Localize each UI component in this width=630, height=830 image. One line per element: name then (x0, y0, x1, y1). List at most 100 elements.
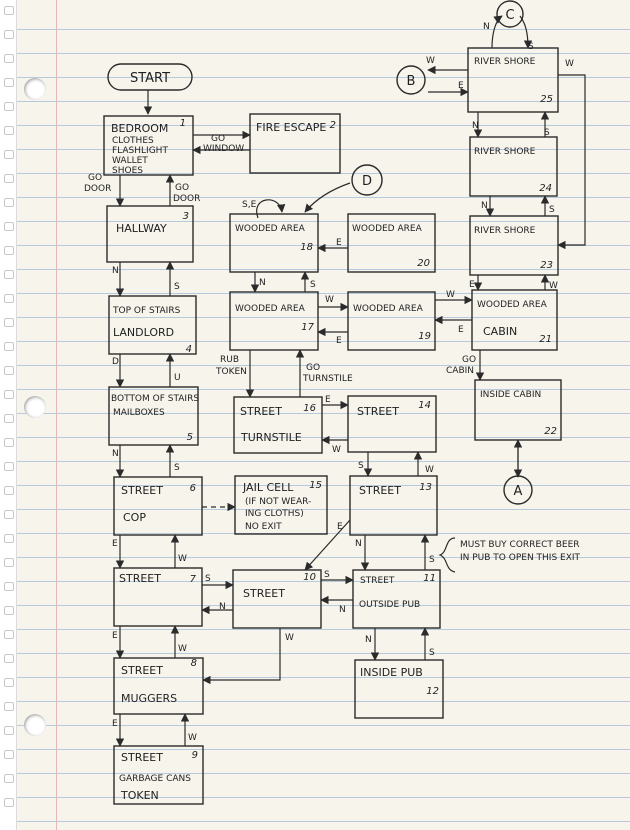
room-box (469, 215, 559, 276)
edge-18-self-loop (256, 199, 286, 219)
edge-13-10 (304, 519, 351, 571)
room-number: 14 (418, 400, 431, 411)
edge-label: S (205, 574, 211, 584)
edge-label: GO (211, 134, 225, 144)
edge-label: D (112, 357, 119, 367)
perforation (4, 798, 14, 807)
edge-25-23 (557, 74, 586, 250)
room-detail: COP (123, 511, 146, 524)
room-title: TOP OF STAIRS (112, 306, 181, 316)
room-title: STREET (243, 587, 285, 600)
room-box (103, 115, 194, 176)
room-6: STREET 6 COP (113, 476, 203, 536)
room-title: STREET (119, 572, 161, 585)
room-3: HALLWAY 3 (106, 205, 194, 263)
perforation (4, 390, 14, 399)
room-detail: GARBAGE CANS (119, 774, 191, 784)
room-23: RIVER SHORE 23 (469, 215, 559, 276)
room-title: RIVER SHORE (474, 147, 536, 157)
room-box (349, 475, 438, 536)
room-4: TOP OF STAIRS LANDLORD 4 (108, 295, 197, 355)
room-number: 11 (423, 573, 436, 584)
room-21: WOODED AREA CABIN 21 (471, 289, 558, 351)
perforation (4, 366, 14, 375)
edge-label: TURNSTILE (302, 374, 353, 384)
margin-line (56, 0, 57, 830)
room-detail: MUGGERS (121, 692, 177, 705)
perforation (4, 342, 14, 351)
room-box (113, 476, 203, 536)
edge-label: S (324, 570, 330, 580)
room-number: 22 (544, 426, 557, 437)
room-number: 1 (180, 118, 186, 129)
room-box (467, 47, 559, 113)
edge-label: N (481, 201, 488, 211)
room-number: 23 (540, 260, 553, 271)
perforation (4, 6, 14, 15)
room-number: 21 (539, 334, 552, 345)
edge-label: N (355, 539, 362, 549)
room-title: STREET (121, 751, 163, 764)
edge-label: S (528, 42, 534, 52)
room-1: BEDROOM 1 CLOTHES FLASHLIGHT WALLET SHOE… (103, 115, 194, 176)
connector-a (503, 475, 533, 505)
perforation (4, 534, 14, 543)
room-number: 9 (192, 750, 198, 761)
room-detail: LANDLORD (113, 326, 174, 339)
edge-label: RUB (220, 355, 239, 365)
room-box (471, 289, 558, 351)
note-brace (438, 537, 456, 573)
edge-label: S (310, 280, 316, 290)
connector-c-label: C (505, 8, 514, 23)
edge-label: S (549, 205, 555, 215)
room-title: WOODED AREA (352, 224, 423, 234)
edge-label: E (325, 395, 331, 405)
edge-label: U (174, 373, 181, 383)
room-title: RIVER SHORE (474, 226, 536, 236)
room-15: JAIL CELL 15 (IF NOT WEAR- ING CLOTHS) N… (234, 475, 328, 535)
perforated-edge (0, 0, 17, 830)
room-9: STREET 9 GARBAGE CANS TOKEN (113, 745, 204, 805)
room-number: 16 (303, 403, 316, 414)
edge-label: W (325, 295, 334, 305)
edge-label: GO (462, 355, 476, 365)
room-detail: MAILBOXES (113, 408, 165, 418)
edge-label: N (365, 635, 372, 645)
room-number: 2 (330, 120, 336, 131)
binder-hole (24, 396, 46, 418)
edge-label: S (174, 282, 180, 292)
edge-label: DOOR (84, 184, 111, 194)
edge-label: N (259, 278, 266, 288)
room-number: 8 (191, 658, 197, 669)
edge-label: S (358, 461, 364, 471)
perforation (4, 54, 14, 63)
edge-label: E (469, 280, 475, 290)
edge-label: GO (88, 173, 102, 183)
room-detail: NO EXIT (245, 522, 282, 532)
perforation (4, 678, 14, 687)
room-title: FIRE ESCAPE (256, 121, 326, 134)
room-title: STREET (359, 484, 401, 497)
perforation (4, 654, 14, 663)
perforation (4, 726, 14, 735)
room-25: RIVER SHORE 25 (467, 47, 559, 113)
note-line: IN PUB TO OPEN THIS EXIT (460, 553, 581, 563)
room-title: STREET (121, 664, 163, 677)
pub-exit-note: MUST BUY CORRECT BEER IN PUB TO OPEN THI… (460, 540, 581, 563)
room-7: STREET 7 (113, 567, 203, 627)
note-line: MUST BUY CORRECT BEER (460, 540, 580, 550)
perforation (4, 486, 14, 495)
room-number: 3 (183, 211, 189, 222)
edge-label: W (188, 733, 197, 743)
room-20: WOODED AREA 20 (347, 213, 436, 273)
room-number: 17 (301, 322, 314, 333)
room-box (108, 386, 199, 446)
edge-label: E (336, 238, 342, 248)
edge-labels: GO WINDOW GO DOOR GO DOOR N S D U N S E … (84, 22, 574, 743)
edge-label: W (426, 56, 435, 66)
perforation (4, 30, 14, 39)
edge-label: S (429, 648, 435, 658)
room-detail: WALLET (112, 156, 148, 166)
edge-label: E (458, 325, 464, 335)
binder-hole (24, 78, 46, 100)
